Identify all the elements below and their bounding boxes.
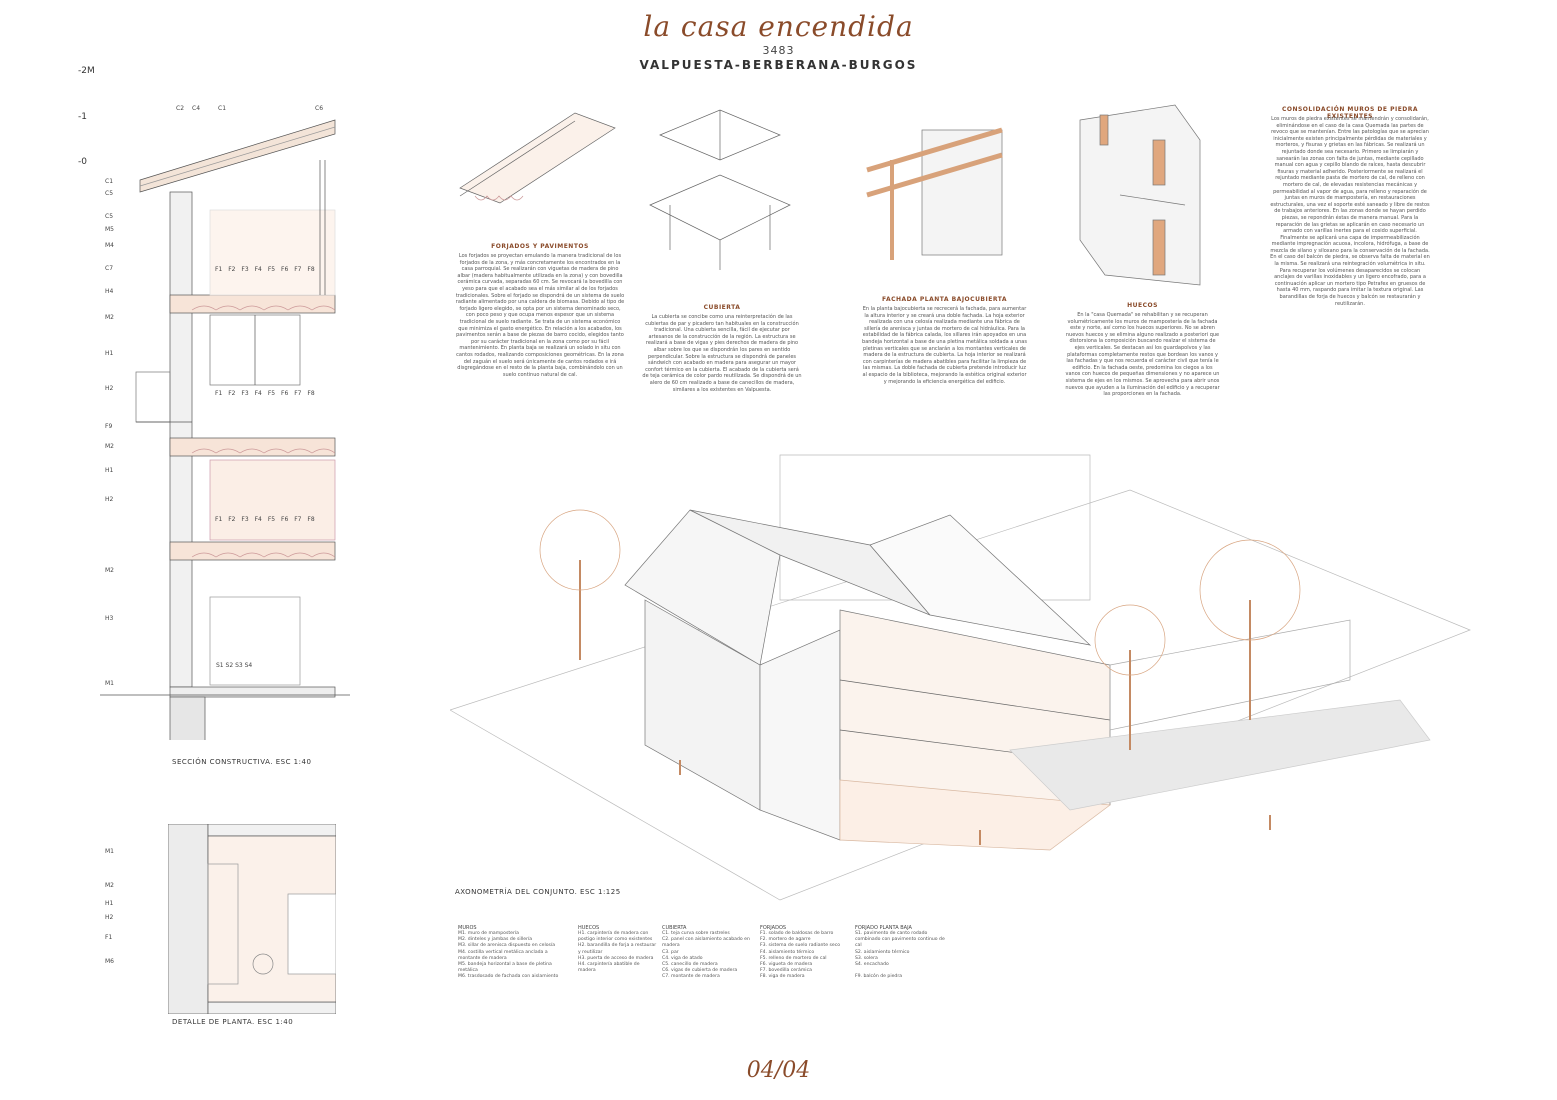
page-title: la casa encendida bbox=[643, 10, 914, 43]
legend-item: H1. carpintería de madera con postigo in… bbox=[578, 931, 653, 943]
project-number: 3483 bbox=[762, 44, 795, 57]
legend-item: M3. sillar de arenisca dispuesto en celo… bbox=[458, 943, 556, 949]
plan-code: M6 bbox=[105, 958, 114, 965]
forjados-heading: FORJADOS Y PAVIMENTOS bbox=[491, 243, 589, 250]
legend-item: F2. mortero de agarre bbox=[760, 937, 811, 943]
legend-column: FORJADOS F1. solado de baldosas de barro… bbox=[760, 925, 850, 981]
plan-caption: DETALLE DE PLANTA. ESC 1:40 bbox=[172, 1018, 294, 1026]
legend-item: F6. vigueta de madera bbox=[760, 962, 813, 968]
axonometry-caption: AXONOMETRÍA DEL CONJUNTO. ESC 1:125 bbox=[455, 888, 621, 896]
fachada-heading: FACHADA PLANTA BAJOCUBIERTA bbox=[882, 296, 1007, 303]
legend-title: MUROS bbox=[458, 925, 477, 931]
plan-code: H1 bbox=[105, 900, 114, 907]
legend-item: S1. pavimento de canto rodado combinado … bbox=[855, 931, 945, 949]
legend-item: C4. viga de atado bbox=[662, 955, 703, 961]
legend-item: M2. dinteles y jambas de sillería bbox=[458, 937, 533, 943]
section-code: C5 bbox=[105, 213, 114, 220]
legend-item: H2. barandilla de forja a restaurar y re… bbox=[578, 943, 657, 955]
legend-column: HUECOS H1. carpintería de madera con pos… bbox=[578, 925, 658, 974]
legend-item: F8. viga de madera bbox=[760, 974, 805, 980]
section-caption: SECCIÓN CONSTRUCTIVA. ESC 1:40 bbox=[172, 758, 312, 766]
section-code: C5 bbox=[105, 190, 114, 197]
legend-title: FORJADOS bbox=[760, 925, 787, 931]
section-code: H2 bbox=[105, 496, 114, 503]
legend-item: F1. solado de baldosas de barro bbox=[760, 931, 834, 936]
legend-item: C2. panel con aislamiento acabado en mad… bbox=[662, 937, 750, 949]
level-mark: -0 bbox=[78, 157, 87, 167]
floor-codes-row: F1 F2 F3 F4 F5 F6 F7 F8 bbox=[215, 266, 315, 273]
legend-item: C5. canecillo de madera bbox=[662, 962, 718, 968]
legend-item: H3. puerta de acceso de madera bbox=[578, 955, 654, 961]
legend-item: M4. costilla vertical metálica anclada a… bbox=[458, 949, 548, 961]
project-location: VALPUESTA-BERBERANA-BURGOS bbox=[639, 58, 918, 72]
legend-item: F9. balcón de piedra bbox=[855, 974, 903, 980]
legend-item: C7. montante de madera bbox=[662, 974, 720, 980]
floor-detail-sketch bbox=[459, 112, 616, 204]
legend-item: M6. trasdosado de fachada con aislamient… bbox=[458, 974, 559, 980]
page-number: 04/04 bbox=[746, 1058, 811, 1083]
legend-title: FORJADO PLANTA BAJA bbox=[855, 925, 912, 931]
cubierta-heading: CUBIERTA bbox=[703, 304, 741, 311]
legend-item: C1. teja curva sobre rastreles bbox=[662, 931, 730, 936]
soil-codes: S1 S2 S3 S4 bbox=[216, 662, 253, 669]
roof-code: C1 bbox=[218, 105, 227, 112]
facade-detail-sketch bbox=[866, 127, 1003, 260]
legend-item: M5. bandeja horizontal a base de pletina… bbox=[458, 962, 552, 974]
constructive-section-drawing bbox=[100, 119, 350, 740]
consolidacion-text: Los muros de piedra existentes se manten… bbox=[1270, 116, 1430, 307]
section-code: M4 bbox=[105, 242, 114, 249]
plan-code: M1 bbox=[105, 848, 114, 855]
section-code: M2 bbox=[105, 443, 114, 450]
plan-detail-drawing bbox=[168, 824, 336, 1014]
section-code: H1 bbox=[105, 467, 114, 474]
plan-code: M2 bbox=[105, 882, 114, 889]
plan-code: H2 bbox=[105, 914, 114, 921]
section-code: C7 bbox=[105, 265, 114, 272]
level-mark: -1 bbox=[78, 112, 87, 122]
section-code: M1 bbox=[105, 680, 114, 687]
section-code: M5 bbox=[105, 226, 114, 233]
legend-title: HUECOS bbox=[578, 925, 600, 931]
legend-item: H4. carpintería abatible de madera bbox=[578, 962, 640, 974]
plan-code: F1 bbox=[105, 934, 113, 941]
section-code: H1 bbox=[105, 350, 114, 357]
section-code: H3 bbox=[105, 615, 114, 622]
axonometry-drawing bbox=[450, 454, 1471, 901]
legend-item: F7. bovedilla cerámica bbox=[760, 968, 812, 974]
legend-item: M1. muro de mampostería bbox=[458, 931, 519, 936]
section-code: M2 bbox=[105, 567, 114, 574]
fachada-text: En la planta bajocubierta se recrecerá l… bbox=[862, 306, 1027, 385]
huecos-heading: HUECOS bbox=[1127, 302, 1158, 309]
legend-item: F4. aislamiento térmico bbox=[760, 949, 815, 955]
roof-code: C4 bbox=[192, 105, 201, 112]
legend-item: S3. solera bbox=[855, 955, 878, 961]
legend-title: CUBIERTA bbox=[662, 925, 687, 931]
huecos-text: En la "casa Quemada" se rehabilitan y se… bbox=[1065, 312, 1220, 398]
legend-item: S4. encachado bbox=[855, 962, 889, 968]
legend-item: F3. sistema de suelo radiante seco bbox=[760, 943, 841, 949]
section-code: H2 bbox=[105, 385, 114, 392]
roof-code: C6 bbox=[315, 105, 324, 112]
window-detail-sketch bbox=[1079, 104, 1201, 286]
section-code: C1 bbox=[105, 178, 114, 185]
legend-item: C6. vigas de cubierta de madera bbox=[662, 968, 738, 974]
legend-column: FORJADO PLANTA BAJA S1. pavimento de can… bbox=[855, 925, 945, 981]
roof-structure-sketch bbox=[649, 109, 791, 270]
section-code: F9 bbox=[105, 423, 113, 430]
legend-column: CUBIERTA C1. teja curva sobre rastreles … bbox=[662, 925, 752, 981]
forjados-text: Los forjados se proyectan emulando la ma… bbox=[455, 253, 625, 378]
level-mark: -2M bbox=[78, 66, 95, 76]
legend-column: MUROS M1. muro de mampostería M2. dintel… bbox=[458, 925, 566, 981]
cubierta-text: La cubierta se concibe como una reinterp… bbox=[642, 314, 802, 393]
legend-item: S2. aislamiento térmico bbox=[855, 949, 910, 955]
section-code: H4 bbox=[105, 288, 114, 295]
section-code: M2 bbox=[105, 314, 114, 321]
consolidacion-heading: CONSOLIDACIÓN MUROS DE PIEDRA EXISTENTES bbox=[1281, 106, 1419, 120]
roof-code: C2 bbox=[176, 105, 185, 112]
floor-codes-row: F1 F2 F3 F4 F5 F6 F7 F8 bbox=[215, 390, 315, 397]
legend-item: F5. relleno de mortero de cal bbox=[760, 955, 827, 961]
floor-codes-row: F1 F2 F3 F4 F5 F6 F7 F8 bbox=[215, 516, 315, 523]
legend-item: C3. par bbox=[662, 949, 679, 955]
